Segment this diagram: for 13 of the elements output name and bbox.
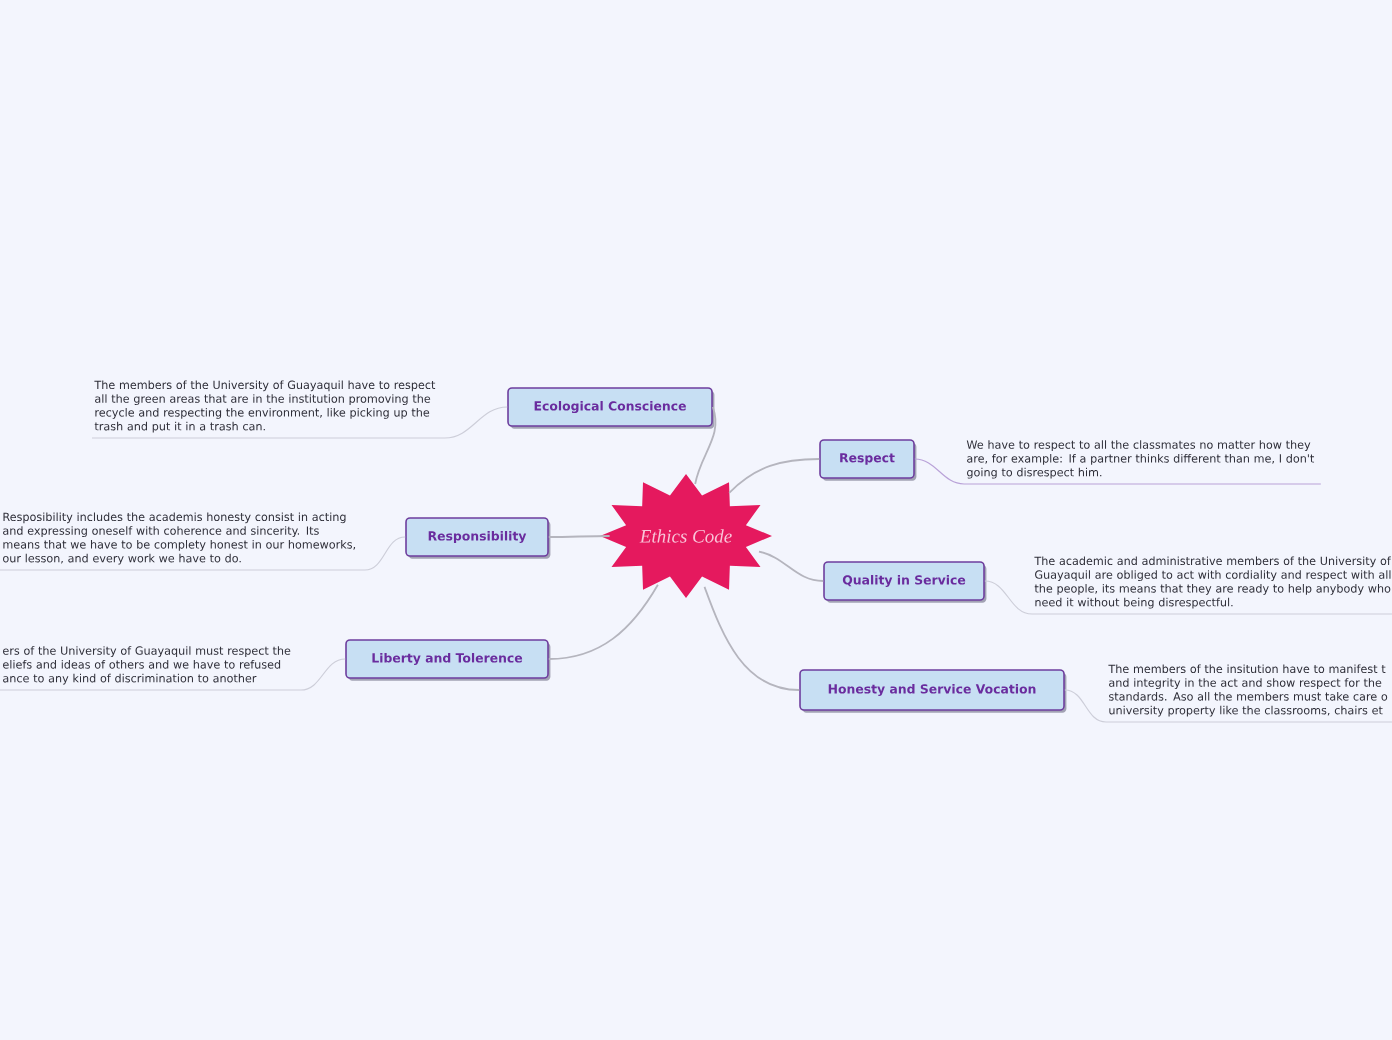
connector-line — [0, 536, 406, 571]
connector-line — [0, 658, 346, 691]
connector-line — [758, 550, 825, 582]
connector-line — [984, 580, 1392, 615]
starburst: Ethics Code — [600, 474, 772, 598]
connector-line — [914, 458, 1322, 485]
connector-line — [728, 458, 821, 494]
connector-line — [703, 585, 801, 691]
connector-line — [547, 535, 611, 538]
connector-line — [91, 406, 508, 439]
connector-line — [694, 406, 717, 485]
connector-line — [547, 583, 659, 660]
connector-line — [1064, 689, 1392, 723]
